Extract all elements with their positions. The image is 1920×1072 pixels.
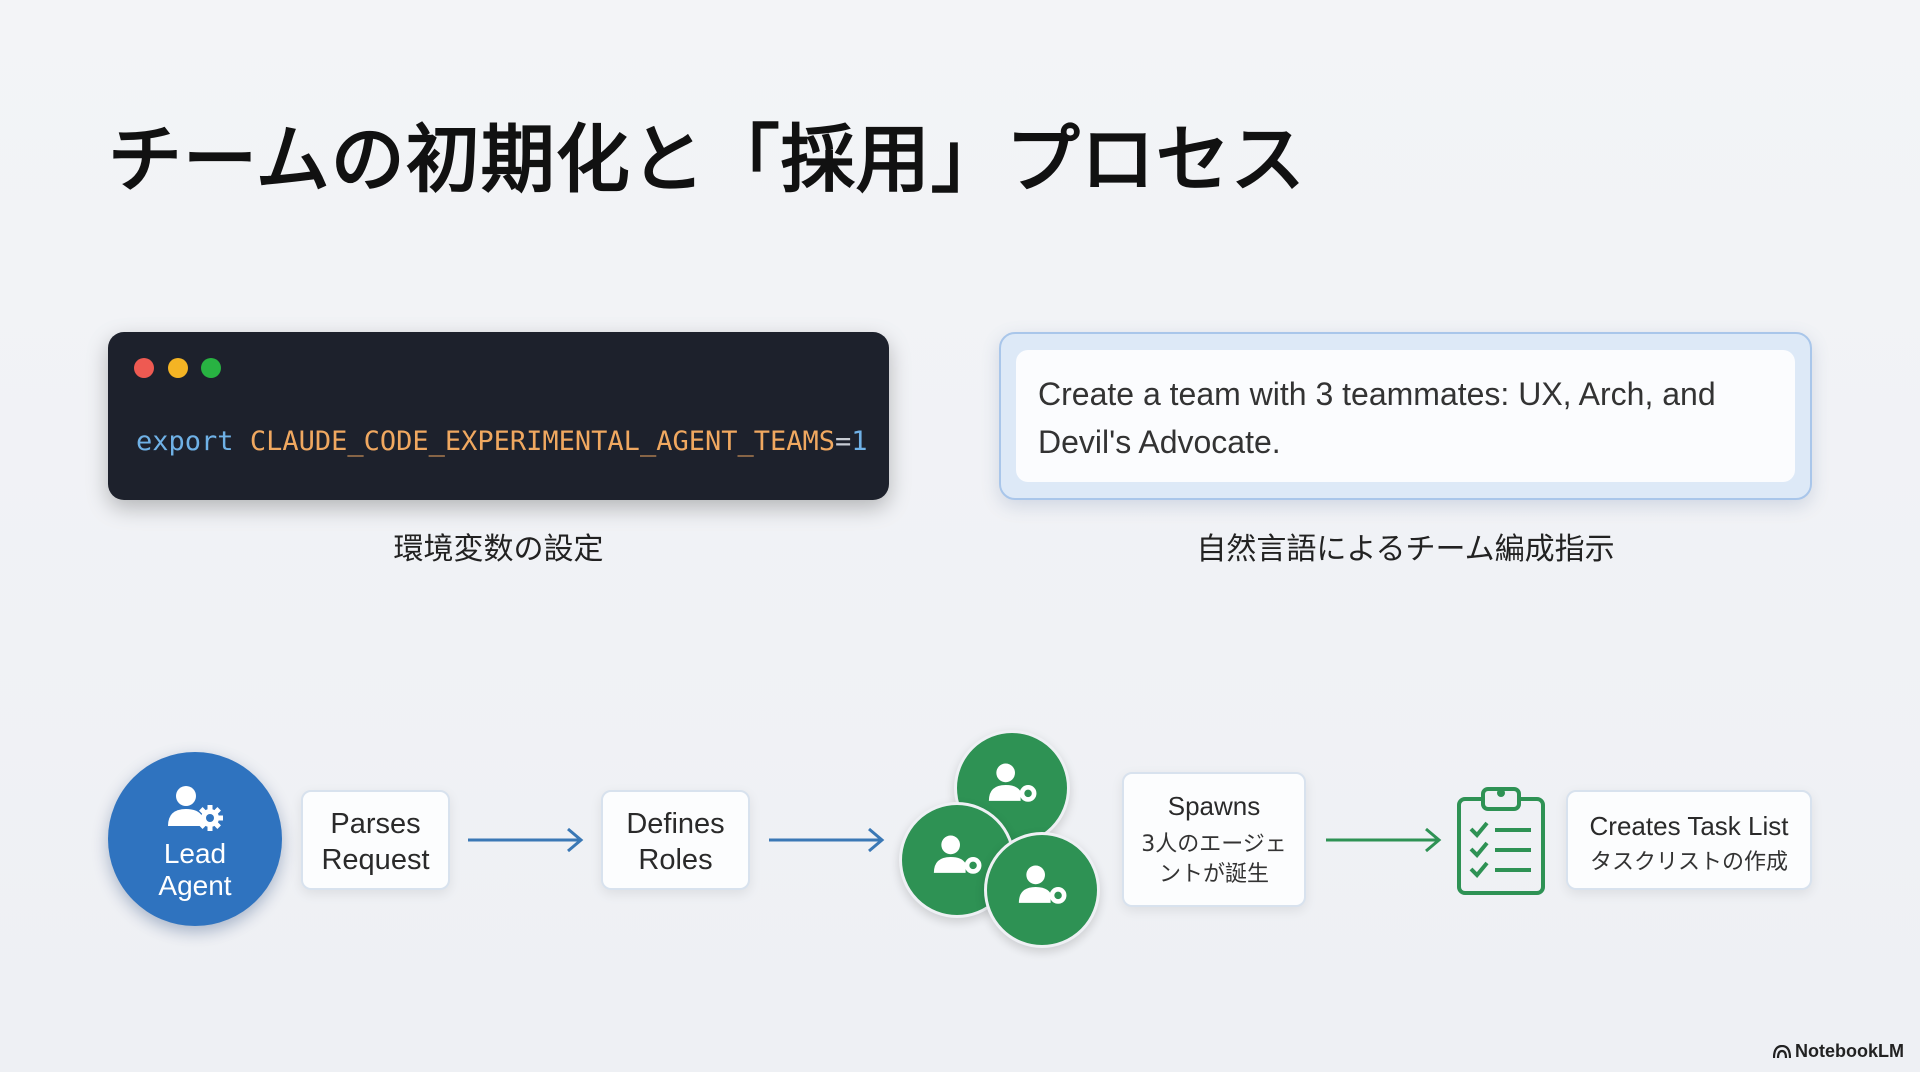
env-variable-name: CLAUDE_CODE_EXPERIMENTAL_AGENT_TEAMS	[249, 426, 836, 457]
window-maximize-dot	[201, 358, 221, 378]
export-keyword: export	[136, 426, 234, 457]
notebooklm-logo-icon	[1773, 1045, 1792, 1059]
window-close-dot	[134, 358, 154, 378]
tasks-jp-label: タスクリストの作成	[1589, 850, 1788, 875]
tasks-label: Creates Task List	[1589, 811, 1789, 841]
lead-label-line2: Agent	[158, 870, 232, 901]
spawns-jp-line1: 3人のエージェ	[1141, 832, 1287, 857]
user-gear-icon	[168, 786, 223, 831]
spawns-label: Spawns	[1167, 791, 1261, 821]
prompt-box: Create a team with 3 teammates: UX, Arch…	[999, 332, 1812, 500]
spawns-box: Spawns 3人のエージェ ントが誕生	[1122, 772, 1306, 907]
user-gear-icon	[933, 835, 982, 874]
lead-label-line1: Lead	[163, 838, 227, 869]
env-variable-value: 1	[851, 426, 868, 457]
parses-line2: Request	[321, 844, 430, 876]
terminal-caption: 環境変数の設定	[393, 532, 604, 567]
prompt-text: Create a team with 3 teammates: UX, Arch…	[1016, 350, 1795, 482]
export-command: export CLAUDE_CODE_EXPERIMENTAL_AGENT_TE…	[136, 426, 868, 457]
task-list-box: Creates Task List タスクリストの作成	[1566, 790, 1812, 890]
agent-node	[984, 832, 1100, 948]
user-gear-icon	[1018, 865, 1067, 904]
brand-watermark: NotebookLM	[1773, 1041, 1904, 1062]
terminal-window: export CLAUDE_CODE_EXPERIMENTAL_AGENT_TE…	[108, 332, 889, 500]
page-title: チームの初期化と「採用」プロセス	[108, 117, 1306, 203]
arrow-right-icon	[468, 827, 584, 853]
spawns-jp-line2: ントが誕生	[1158, 862, 1269, 887]
equals-sign: =	[835, 426, 852, 457]
defines-roles-box: Defines Roles	[601, 790, 750, 890]
arrow-right-icon	[769, 827, 885, 853]
brand-name: NotebookLM	[1795, 1041, 1904, 1061]
window-minimize-dot	[168, 358, 188, 378]
lead-agent-node: Lead Agent	[108, 752, 282, 926]
defines-line2: Roles	[638, 844, 713, 876]
parses-request-box: Parses Request	[301, 790, 450, 890]
user-gear-icon	[988, 763, 1037, 802]
prompt-caption: 自然言語によるチーム編成指示	[1196, 532, 1615, 567]
arrow-right-icon	[1326, 827, 1442, 853]
lead-agent-label: Lead Agent	[108, 838, 282, 902]
defines-line1: Defines	[626, 808, 725, 840]
parses-line1: Parses	[330, 808, 421, 840]
clipboard-checklist-icon	[1457, 787, 1545, 895]
